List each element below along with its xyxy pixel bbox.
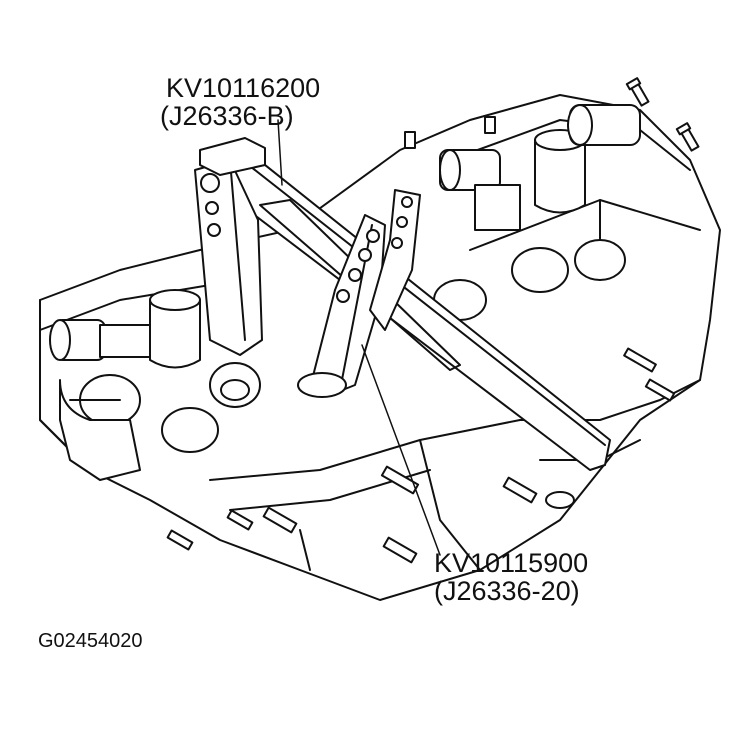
label-tool-top-part-number: KV10116200 bbox=[166, 73, 321, 103]
camshaft-journal-right bbox=[567, 104, 641, 146]
stud-bolts bbox=[166, 77, 700, 564]
leader-line-top bbox=[277, 119, 283, 186]
tool-kv10116200 bbox=[194, 137, 611, 471]
label-tool-bottom-alt-number: (J26336-20) bbox=[434, 576, 580, 606]
figure-id: G02454020 bbox=[38, 630, 143, 652]
label-tool-top-alt-number: (J26336-B) bbox=[160, 101, 294, 131]
lifter-bore-left bbox=[149, 289, 201, 369]
leader-line-bottom bbox=[361, 344, 441, 556]
tool-kv10115900 bbox=[297, 189, 421, 398]
cylinder-head-body bbox=[39, 94, 721, 601]
camshaft-journal-left bbox=[49, 319, 151, 361]
valve-pocket-right bbox=[433, 239, 626, 321]
leader-lines bbox=[277, 119, 441, 556]
camshaft-journal-mid bbox=[439, 149, 521, 231]
label-tool-bottom-part-number: KV10115900 bbox=[434, 548, 589, 578]
cam-lobe-left bbox=[59, 379, 141, 481]
